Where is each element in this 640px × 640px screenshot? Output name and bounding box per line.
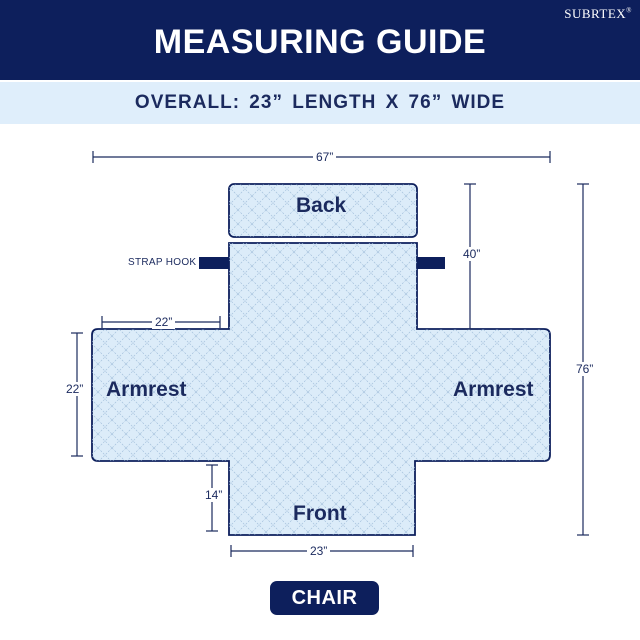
dim-label-armrest-width: 22” xyxy=(152,315,176,329)
dim-label-front-width: 23” xyxy=(307,544,331,558)
dim-label-back-height: 40” xyxy=(460,247,484,261)
dim-label-total-length: 76” xyxy=(573,362,597,376)
strap-hook-left xyxy=(199,257,229,269)
header-bar: SUBRTEX® MEASURING GUIDE xyxy=(0,0,640,80)
page-title: MEASURING GUIDE xyxy=(153,23,487,61)
strap-hook-right xyxy=(417,257,445,269)
dim-label-total-width: 67” xyxy=(313,150,337,164)
part-label-armrest-left: Armrest xyxy=(106,378,187,401)
overall-dimensions: OVERALL: 23” LENGTH X 76” WIDE xyxy=(134,92,506,113)
brand-logo: SUBRTEX® xyxy=(564,6,632,21)
part-label-front: Front xyxy=(293,502,347,525)
dimension-line-total-length xyxy=(577,183,589,536)
part-label-armrest-right: Armrest xyxy=(453,378,534,401)
dim-label-armrest-height: 22” xyxy=(63,382,87,396)
chair-button[interactable]: CHAIR xyxy=(270,581,379,615)
part-label-back: Back xyxy=(296,194,347,217)
overall-banner: OVERALL: 23” LENGTH X 76” WIDE xyxy=(0,82,640,124)
strap-hook-label: STRAP HOOK xyxy=(128,257,197,268)
dim-label-front-height: 14” xyxy=(202,488,226,502)
